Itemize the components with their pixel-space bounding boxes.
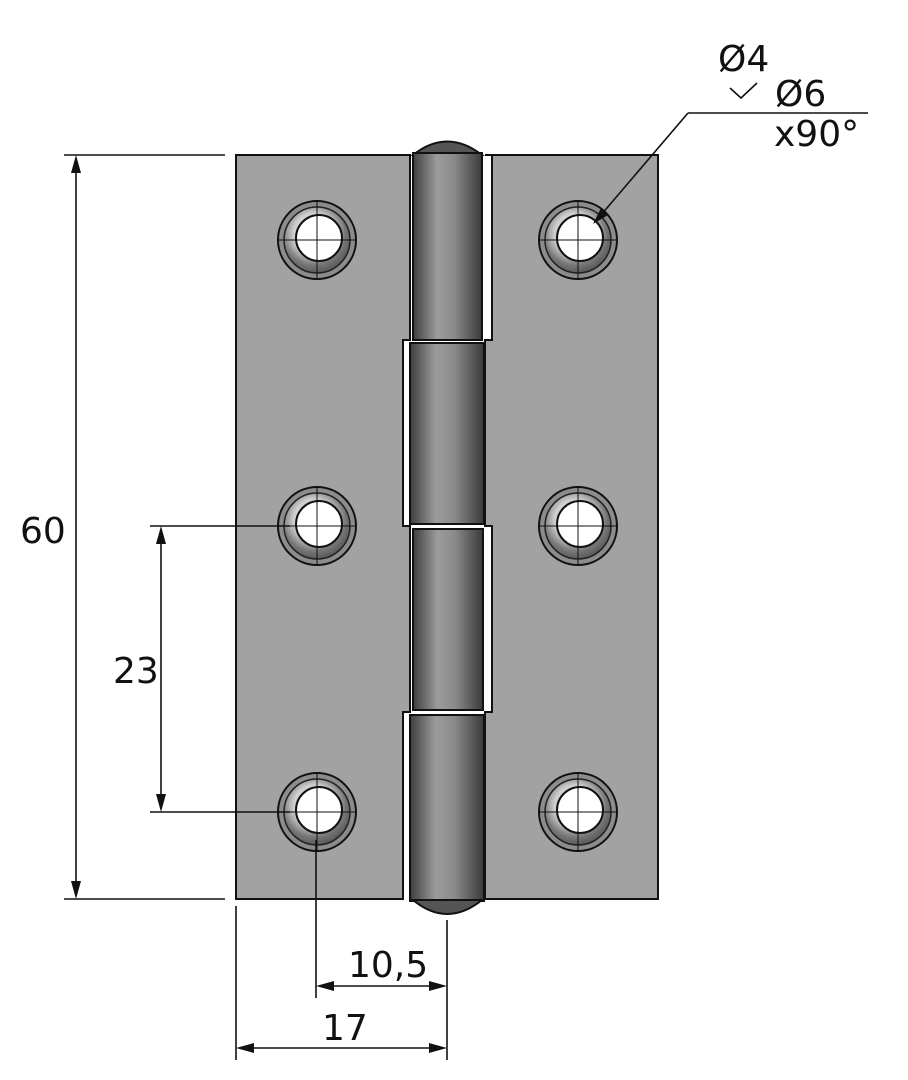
knuckle-segment — [412, 528, 484, 711]
knuckle-segment — [409, 714, 485, 902]
countersink-head-label: Ø6 — [775, 74, 826, 115]
dimension-lines — [64, 82, 868, 1060]
countersunk-hole — [277, 486, 357, 566]
dimension-arrows — [71, 155, 608, 1053]
countersink-angle-label: x90° — [774, 114, 859, 155]
dim-leaf-width-label: 17 — [322, 1008, 368, 1049]
dim-hole-spacing-label: 23 — [113, 651, 159, 692]
holes-group — [277, 200, 618, 852]
countersunk-hole — [277, 772, 357, 852]
countersunk-hole — [538, 772, 618, 852]
knuckle-bottom-cap — [410, 899, 485, 915]
dim-hole-offset-label: 10,5 — [348, 945, 428, 986]
countersunk-hole — [538, 486, 618, 566]
knuckle-segment — [409, 342, 485, 525]
countersink-hole-label: Ø4 — [718, 39, 769, 80]
dim-height-label: 60 — [20, 511, 66, 552]
countersunk-hole — [277, 200, 357, 280]
knuckle-segment — [412, 152, 483, 341]
hinge-knuckles — [409, 140, 485, 915]
